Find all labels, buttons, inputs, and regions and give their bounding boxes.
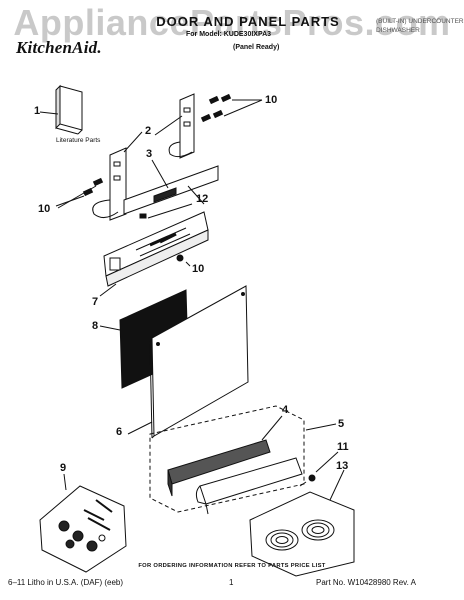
callout-5: 5	[338, 418, 345, 430]
bracket-drawing	[123, 165, 219, 215]
callout-3: 3	[146, 148, 153, 160]
screw-part-11-drawing	[299, 474, 316, 487]
callout-11: 11	[337, 441, 349, 453]
litho-note: 6–11 Litho in U.S.A. (DAF) (eeb)	[8, 578, 124, 587]
callout-4: 4	[282, 404, 289, 416]
model-subtitle: (Panel Ready)	[233, 44, 280, 51]
page-number: 1	[229, 578, 234, 587]
literature-label: Literature Parts	[56, 137, 101, 144]
category-line-2: DISHWASHER	[376, 27, 420, 34]
callout-9: 9	[60, 462, 67, 474]
hardware-bag-drawing	[39, 485, 127, 573]
hinge-right-drawing	[168, 93, 195, 159]
callout-1: 1	[34, 105, 41, 117]
callout-6: 6	[116, 426, 123, 438]
callout-2: 2	[145, 125, 152, 137]
control-console-drawing	[103, 211, 209, 287]
callout-8: 8	[92, 320, 99, 332]
model-line: For Model: KUDE30IXPA3	[186, 31, 272, 38]
part-number: Part No. W10428980 Rev. A	[316, 578, 416, 587]
ordering-note: FOR ORDERING INFORMATION REFER TO PARTS …	[138, 563, 326, 569]
callout-12: 12	[196, 193, 209, 205]
literature-parts-drawing	[55, 84, 83, 135]
callout-10-left: 10	[38, 203, 51, 215]
door-panel-drawing	[149, 285, 249, 439]
category-line-1: (BUILT-IN) UNDERCOUNTER	[376, 18, 464, 25]
page-title: DOOR AND PANEL PARTS	[156, 14, 340, 29]
trim-channel-drawing	[195, 457, 303, 515]
brand-logo: KitchenAid.	[16, 38, 102, 57]
hinge-left-drawing	[92, 147, 127, 221]
callout-10-top: 10	[265, 94, 278, 106]
callout-10-bottom: 10	[192, 263, 205, 275]
coil-bag-drawing	[249, 491, 355, 577]
watermark: AppliancePartsPros.com	[13, 2, 451, 43]
callout-13: 13	[336, 460, 349, 472]
callout-7: 7	[92, 296, 99, 308]
